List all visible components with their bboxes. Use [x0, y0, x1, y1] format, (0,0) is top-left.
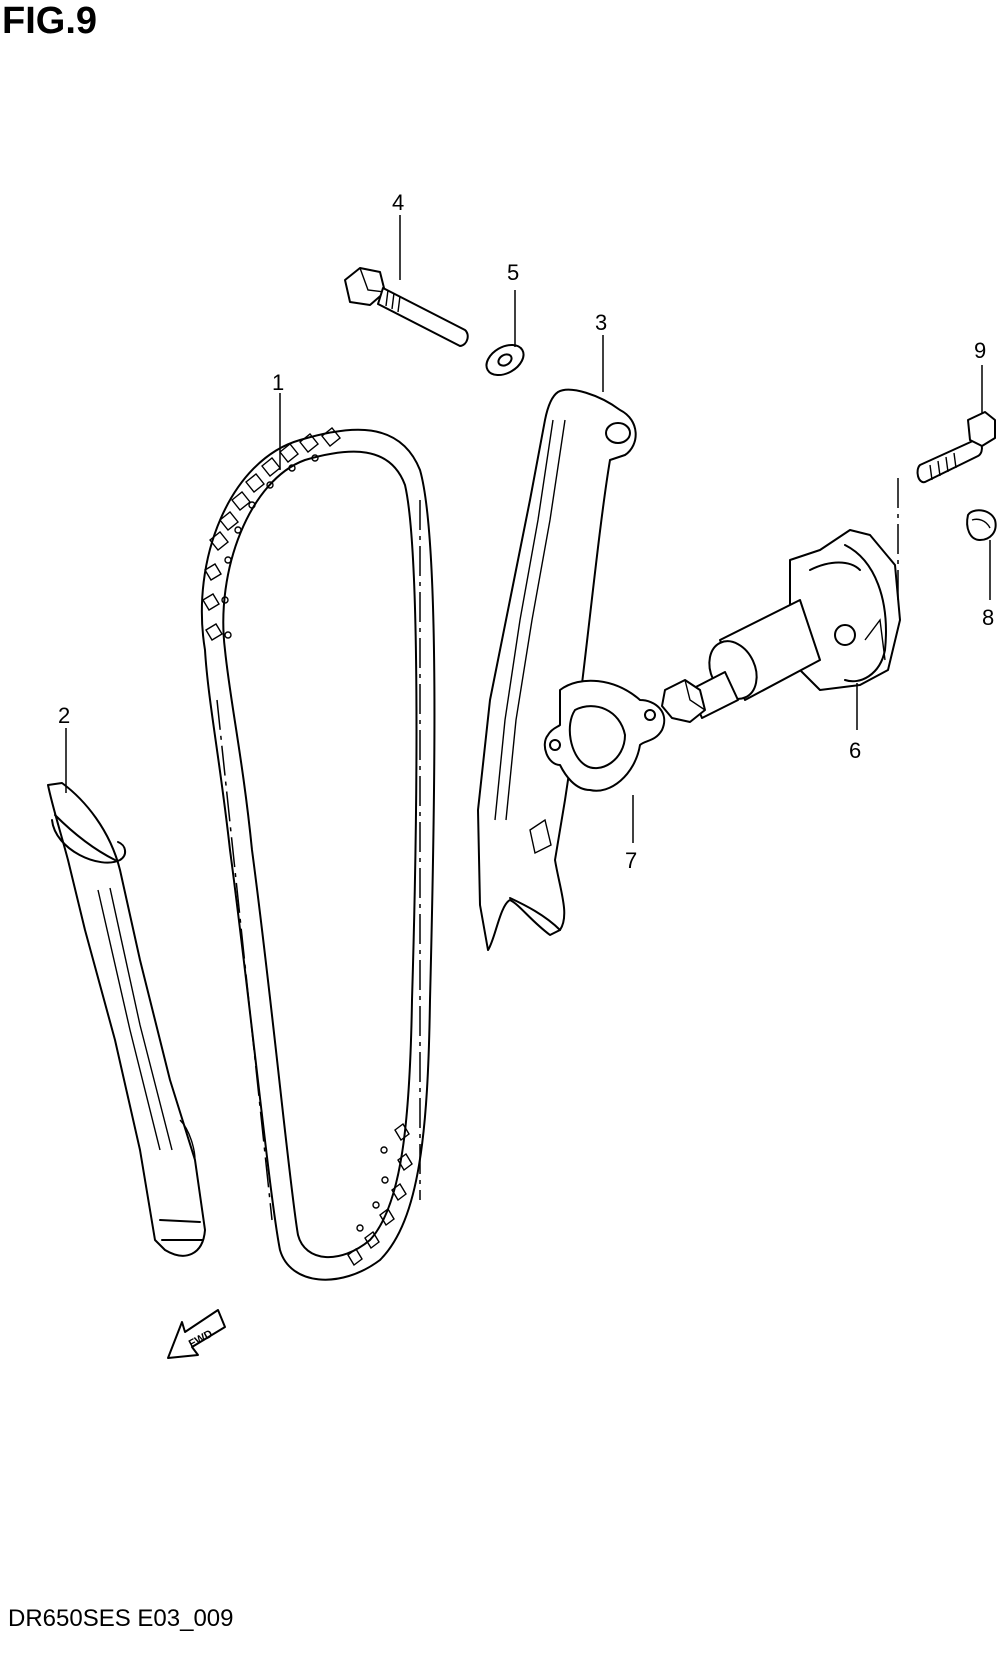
- callout-9: 9: [974, 338, 986, 363]
- bolt-4-drawing: [344, 267, 469, 347]
- tensioner-adjuster-drawing: [661, 529, 901, 723]
- washer-drawing: [485, 343, 525, 377]
- bolt-9-drawing: [897, 411, 996, 600]
- gasket-drawing: [543, 679, 666, 792]
- callout-1: 1: [272, 370, 284, 395]
- callout-5: 5: [507, 260, 519, 285]
- figure-title: FIG.9: [2, 0, 98, 42]
- tensioner-arm-drawing: [477, 388, 637, 951]
- figure-code: DR650SES E03_009: [8, 1605, 234, 1632]
- cap-nut-drawing: [966, 509, 997, 541]
- callout-7: 7: [625, 848, 637, 873]
- cam-chain-drawing: [200, 427, 436, 1281]
- callout-3: 3: [595, 310, 607, 335]
- callout-4: 4: [392, 190, 404, 215]
- callout-8: 8: [982, 605, 994, 630]
- callout-2: 2: [58, 703, 70, 728]
- callout-6: 6: [849, 738, 861, 763]
- callout-leaders: [65, 215, 991, 843]
- fwd-arrow: FWD: [167, 1309, 226, 1359]
- chain-guide-drawing: [47, 782, 206, 1257]
